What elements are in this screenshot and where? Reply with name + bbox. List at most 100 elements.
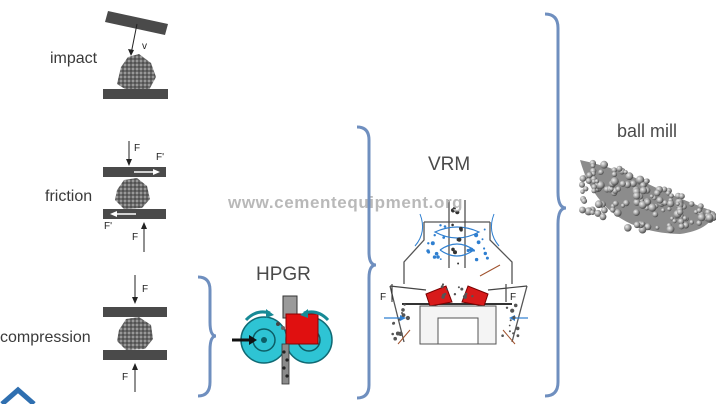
grinding-ball [611, 167, 617, 173]
vrm-particle [466, 248, 470, 253]
vrm-particle [456, 238, 460, 242]
grinding-ball [585, 177, 592, 184]
vrm-particle [516, 334, 520, 338]
grinding-ball [581, 198, 588, 204]
grinding-ball [678, 218, 685, 225]
vrm-particle [459, 228, 463, 232]
friction-shear-label-bottom: F' [104, 221, 113, 232]
grinding-ball [612, 200, 619, 207]
grinding-ball [639, 186, 648, 195]
vrm-particle [442, 236, 446, 239]
grinding-ball [689, 219, 694, 225]
grinding-ball [616, 165, 623, 172]
impact-rock [117, 54, 156, 92]
vrm-particle [451, 247, 455, 252]
brace-hpgr [197, 275, 217, 398]
grinding-ball [696, 207, 702, 213]
ball-mill-illustration [579, 159, 716, 234]
hpgr-gap-stream [281, 343, 290, 385]
vrm-force-label-right: F [510, 292, 517, 303]
vrm-particle [501, 334, 504, 338]
hpgr-particle [282, 350, 286, 354]
vrm-gearbox [437, 317, 479, 345]
vrm-roller-right [461, 285, 489, 307]
grinding-ball [652, 211, 659, 218]
grinding-ball [609, 187, 614, 192]
grinding-ball [590, 210, 595, 215]
brace-ball-mill [544, 12, 567, 398]
vrm-particle [439, 258, 442, 260]
label-impact: impact [50, 50, 98, 67]
grinding-ball [697, 213, 706, 222]
grinding-ball [633, 221, 641, 229]
vrm-particle [401, 313, 406, 317]
hpgr-particle [285, 358, 289, 362]
grinding-ball [633, 209, 640, 217]
grinding-ball [580, 189, 585, 194]
grinding-ball [688, 201, 695, 207]
vrm-particle [427, 242, 430, 245]
hpgr-rotation-head-right [300, 309, 308, 318]
compression-force-label-top: F [142, 284, 149, 295]
vrm-particle [401, 312, 403, 314]
friction-arrowhead-top [126, 159, 132, 166]
vrm-particle [401, 308, 405, 312]
ball-mill-balls [579, 159, 716, 234]
label-hpgr: HPGR [256, 264, 311, 285]
hpgr-force-arrowhead [249, 335, 257, 345]
grinding-ball [594, 179, 600, 184]
vrm-particle [512, 332, 515, 335]
vrm-particle [455, 210, 460, 215]
vrm-particle [453, 250, 457, 255]
vrm-roller-left [425, 285, 453, 307]
grinding-ball [643, 178, 650, 185]
grinding-ball [672, 218, 677, 224]
vrm-particle [462, 294, 467, 299]
friction-shear-head-bottom [110, 211, 117, 217]
grinding-ball [591, 184, 597, 190]
grinding-ball [667, 206, 672, 212]
grinding-ball [620, 203, 626, 208]
friction-force-label-top: F [134, 143, 141, 154]
vrm-particle [474, 233, 479, 238]
grinding-ball [599, 213, 607, 221]
vrm-particle [460, 287, 464, 291]
grinding-ball [611, 171, 618, 177]
grinding-ball [678, 223, 685, 230]
grinding-ball [636, 175, 645, 184]
grinding-ball [579, 175, 587, 182]
friction-force-label-bottom: F [132, 232, 139, 243]
grinding-ball [613, 209, 622, 217]
hpgr-particle [276, 322, 280, 326]
grinding-ball [653, 189, 661, 197]
impact-arrowhead [128, 49, 134, 56]
label-friction: friction [45, 188, 93, 205]
grinding-ball [675, 201, 680, 206]
hpgr-particle [281, 326, 285, 330]
friction-rock [115, 178, 150, 209]
impact-velocity-arrow [130, 23, 138, 55]
vrm-particle [457, 286, 460, 289]
grinding-ball [601, 206, 608, 214]
grinding-ball [665, 190, 671, 196]
vrm-particle [509, 319, 512, 322]
vrm-particle [471, 295, 474, 298]
compression-rock [117, 317, 153, 350]
grinding-ball [648, 203, 657, 212]
vrm-particle [512, 316, 516, 320]
vrm-airflow-right [490, 213, 500, 247]
grinding-ball [610, 177, 619, 186]
compression-illustration [103, 275, 167, 392]
grinding-ball [697, 203, 704, 210]
grinding-ball [583, 186, 589, 192]
compression-bottom-plate [103, 350, 167, 360]
vrm-particle [440, 285, 444, 289]
compression-arrowhead-bottom [132, 363, 138, 370]
vrm-particle [432, 255, 437, 259]
impact-hammer-plate [105, 11, 168, 35]
vrm-particle [443, 225, 447, 228]
vrm-particle [436, 255, 440, 259]
hpgr-rotation-head-left [266, 309, 274, 318]
vrm-illustration [384, 200, 528, 345]
